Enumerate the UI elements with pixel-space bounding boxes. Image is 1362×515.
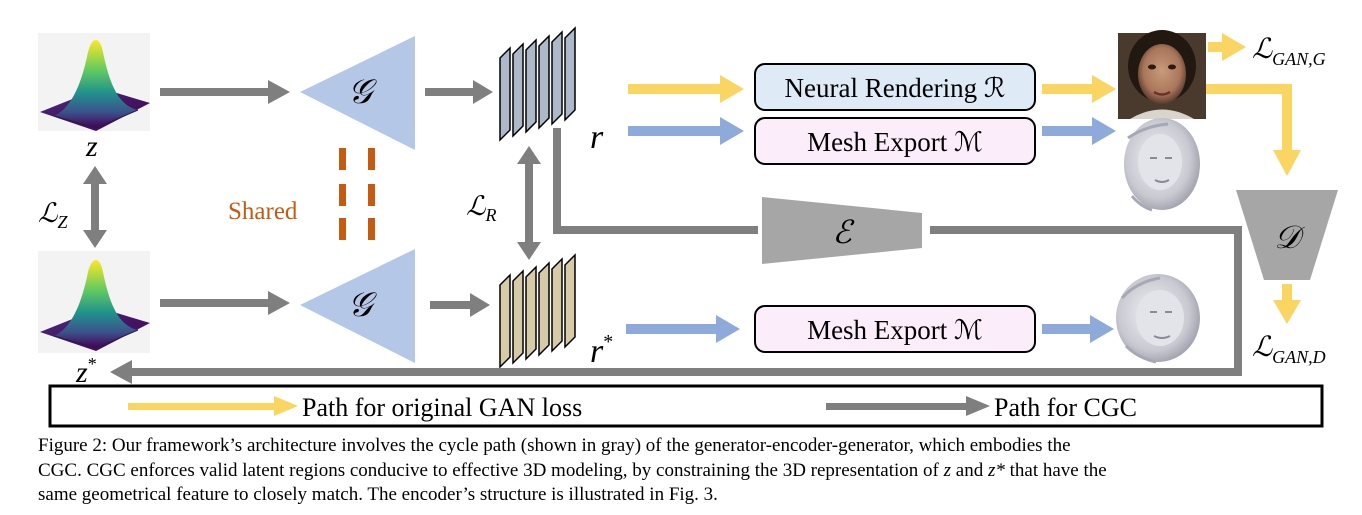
feature-stack-r [499, 26, 576, 142]
architecture-diagram: z z* ℒZ 𝒢 𝒢 Shared [38, 26, 1338, 428]
gan-arrow-face-to-discriminator [1206, 84, 1301, 176]
caption-line-2-text: CGC. CGC enforces valid latent regions c… [38, 459, 939, 481]
caption-line-1: Figure 2: Our framework’s architecture i… [38, 435, 1071, 456]
legend-cgc-arrow [826, 396, 990, 416]
generator-bottom-label: 𝒢 [348, 287, 377, 324]
z-label: z [85, 130, 98, 163]
legend-cgc-label: Path for CGC [994, 393, 1137, 422]
generator-top [300, 36, 415, 150]
shared-label: Shared [228, 198, 298, 225]
feature-stack-r-star [499, 253, 576, 369]
mesh-export-bottom-box [754, 305, 1036, 353]
caption-line-2: CGC. CGC enforces valid latent regions c… [38, 459, 1338, 484]
loss-z-double-arrow [83, 166, 107, 248]
caption-line-3: same geometrical feature to closely matc… [38, 484, 718, 505]
generator-top-label: 𝒢 [348, 74, 377, 111]
arrow-generator-to-r-star [430, 293, 490, 317]
mesh-arrow-to-mesh-face-bottom [1042, 315, 1114, 343]
mesh-export-bottom-label: Mesh Export ℳ [807, 315, 983, 345]
mesh-arrow-to-mesh-face-top [1042, 117, 1116, 145]
mesh-export-top-label: Mesh Export ℳ [807, 127, 983, 157]
loss-z-label: ℒZ [38, 198, 68, 232]
mesh-export-top-box [754, 117, 1036, 165]
generator-bottom [300, 249, 415, 363]
legend-gan-arrow [128, 396, 298, 416]
caption-z-star: z* [987, 459, 1005, 481]
mesh-arrow-r-star-to-mesh-export [626, 315, 740, 343]
caption-and: and [955, 459, 984, 481]
latent-plot-z-star-icon [38, 251, 150, 353]
r-label: r [590, 119, 604, 156]
neural-rendering-box [754, 63, 1036, 111]
loss-gan-d-label: ℒGAN,D [1252, 332, 1326, 367]
discriminator [1236, 190, 1338, 280]
gan-arrow-r-to-rendering [628, 75, 744, 103]
arrow-z-star-to-generator [160, 291, 290, 315]
encoder [762, 197, 922, 264]
caption-line-2-end: that have the [1009, 459, 1107, 481]
gan-arrow-discriminator-to-loss [1273, 284, 1301, 324]
r-star-label: r* [590, 331, 613, 370]
loss-r-double-arrow [517, 146, 541, 260]
loss-gan-g-label: ℒGAN,G [1252, 34, 1326, 69]
neural-rendering-label: Neural Rendering ℛ [785, 73, 1006, 103]
mesh-face-top-icon [1124, 118, 1200, 212]
arrow-z-to-generator [160, 80, 290, 104]
shared-weights-dashes [339, 148, 375, 240]
cgc-path-r-to-encoder [553, 128, 758, 234]
rendered-face-icon [1118, 30, 1206, 119]
latent-plot-z-icon [38, 33, 150, 131]
mesh-arrow-r-to-mesh-export [628, 117, 744, 145]
cgc-return-path [110, 226, 1242, 384]
loss-r-label: ℒR [466, 191, 496, 225]
arrow-generator-to-r [425, 80, 493, 104]
caption-z: z [943, 459, 952, 481]
legend-gan-label: Path for original GAN loss [302, 393, 582, 422]
gan-arrow-to-loss-gan-g [1208, 33, 1246, 61]
encoder-label: ℰ [832, 214, 855, 250]
mesh-face-bottom-icon [1116, 274, 1200, 364]
z-star-label: z* [75, 354, 97, 389]
figure-caption: Figure 2: Our framework’s architecture i… [38, 434, 1338, 508]
gan-arrow-rendering-to-face [1042, 75, 1116, 103]
